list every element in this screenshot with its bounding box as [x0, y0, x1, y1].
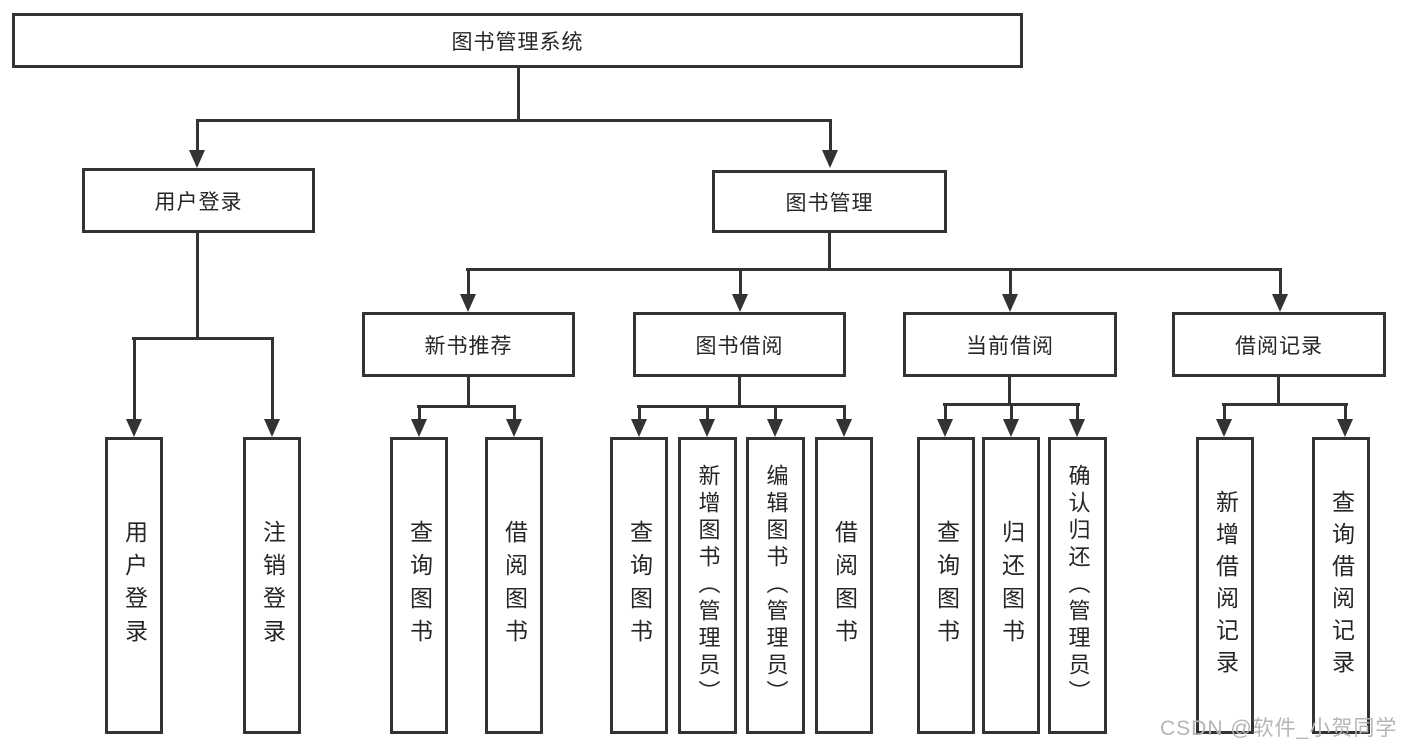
edge-current-borrow-drop-3 — [1076, 403, 1079, 423]
node-book-management: 图书管理 — [712, 170, 947, 233]
edge-current-borrow-drop-1 — [944, 403, 947, 423]
leaf-label: 归还图书 — [998, 519, 1025, 652]
arrowhead-add-books — [699, 419, 715, 437]
edge-root-drop-right — [829, 119, 832, 159]
node-current-borrowing: 当前借阅 — [903, 312, 1117, 377]
edge-new-book-stem — [467, 377, 470, 408]
leaf-edit-books-admin: 编辑图书（管理员） — [746, 437, 805, 734]
leaf-query-books-1: 查询图书 — [390, 437, 448, 734]
arrowhead-query-books-1 — [411, 419, 427, 437]
leaf-label: 查询图书 — [406, 519, 433, 652]
arrowhead-user-login — [189, 150, 205, 168]
edge-book-mgmt-drop-4 — [1279, 268, 1282, 299]
edge-book-borrow-stem — [738, 377, 741, 408]
node-label: 图书管理 — [785, 191, 874, 215]
edge-borrow-records-bar — [1222, 403, 1348, 406]
leaf-label: 新增借阅记录 — [1212, 489, 1239, 682]
node-library-management-system: 图书管理系统 — [12, 13, 1023, 68]
arrowhead-edit-books — [767, 419, 783, 437]
edge-book-mgmt-drop-2 — [739, 268, 742, 299]
edge-book-borrow-drop-1 — [638, 405, 641, 423]
edge-current-borrow-drop-2 — [1010, 403, 1013, 423]
leaf-borrow-books-2: 借阅图书 — [815, 437, 873, 734]
edge-current-borrow-stem — [1008, 377, 1011, 406]
node-label: 图书管理系统 — [451, 30, 584, 54]
leaf-label: 查询图书 — [933, 519, 960, 652]
arrowhead-book-management — [822, 150, 838, 168]
node-label: 新书推荐 — [424, 334, 513, 358]
edge-book-mgmt-drop-1 — [467, 268, 470, 299]
node-label: 借阅记录 — [1235, 334, 1323, 358]
node-book-borrowing: 图书借阅 — [633, 312, 846, 377]
edge-book-borrow-drop-4 — [843, 405, 846, 423]
leaf-label: 编辑图书（管理员） — [763, 464, 789, 707]
leaf-query-books-2: 查询图书 — [610, 437, 668, 734]
arrowhead-query-borrow-record — [1337, 419, 1353, 437]
arrowhead-return-books — [1003, 419, 1019, 437]
leaf-confirm-return-admin: 确认归还（管理员） — [1048, 437, 1107, 734]
leaf-label: 借阅图书 — [831, 519, 858, 652]
arrowhead-borrow-books-1 — [506, 419, 522, 437]
leaf-borrow-books-1: 借阅图书 — [485, 437, 543, 734]
arrowhead-borrow-records — [1272, 294, 1288, 312]
edge-new-book-drop-1 — [418, 405, 421, 423]
arrowhead-current-borrow — [1002, 294, 1018, 312]
edge-book-borrow-drop-2 — [706, 405, 709, 423]
edge-book-mgmt-stem — [828, 233, 831, 271]
node-user-login: 用户登录 — [82, 168, 315, 233]
edge-book-mgmt-bar — [466, 268, 1282, 271]
leaf-label: 借阅图书 — [501, 519, 528, 652]
watermark: CSDN @软件_小贺同学 — [1160, 717, 1398, 740]
leaf-label: 用户登录 — [121, 519, 148, 652]
edge-new-book-drop-2 — [513, 405, 516, 423]
arrowhead-query-books-3 — [937, 419, 953, 437]
edge-root-bar — [196, 119, 832, 122]
node-label: 当前借阅 — [966, 334, 1054, 358]
edge-borrow-records-drop-1 — [1223, 403, 1226, 423]
arrowhead-add-borrow-record — [1216, 419, 1232, 437]
edge-user-login-stem — [196, 233, 199, 340]
node-label: 图书借阅 — [695, 334, 784, 358]
node-new-book-recommendation: 新书推荐 — [362, 312, 575, 377]
edge-book-mgmt-drop-3 — [1009, 268, 1012, 299]
edge-borrow-records-stem — [1277, 377, 1280, 406]
leaf-label: 确认归还（管理员） — [1065, 464, 1091, 707]
arrowhead-book-borrow — [732, 294, 748, 312]
arrowhead-leaf-logout — [264, 419, 280, 437]
leaf-logout-login: 注销登录 — [243, 437, 301, 734]
leaf-label: 查询借阅记录 — [1328, 489, 1355, 682]
leaf-label: 注销登录 — [259, 519, 286, 652]
arrowhead-leaf-user-login — [126, 419, 142, 437]
edge-root-drop-left — [196, 119, 199, 159]
arrowhead-new-book-rec — [460, 294, 476, 312]
leaf-return-books: 归还图书 — [982, 437, 1040, 734]
node-label: 用户登录 — [154, 190, 243, 214]
arrowhead-query-books-2 — [631, 419, 647, 437]
edge-borrow-records-drop-2 — [1344, 403, 1347, 423]
edge-new-book-bar — [417, 405, 516, 408]
edge-book-borrow-drop-3 — [774, 405, 777, 423]
edge-root-stem — [517, 68, 520, 121]
edge-user-login-drop-1 — [133, 337, 136, 422]
leaf-user-login: 用户登录 — [105, 437, 163, 734]
leaf-add-books-admin: 新增图书（管理员） — [678, 437, 737, 734]
node-borrowing-records: 借阅记录 — [1172, 312, 1386, 377]
leaf-query-books-3: 查询图书 — [917, 437, 975, 734]
arrowhead-confirm-return — [1069, 419, 1085, 437]
leaf-label: 新增图书（管理员） — [695, 464, 721, 707]
leaf-add-borrow-record: 新增借阅记录 — [1196, 437, 1254, 734]
leaf-query-borrow-record: 查询借阅记录 — [1312, 437, 1370, 734]
leaf-label: 查询图书 — [626, 519, 653, 652]
edge-user-login-drop-2 — [271, 337, 274, 422]
edge-user-login-bar — [132, 337, 274, 340]
edge-book-borrow-bar — [637, 405, 846, 408]
arrowhead-borrow-books-2 — [836, 419, 852, 437]
